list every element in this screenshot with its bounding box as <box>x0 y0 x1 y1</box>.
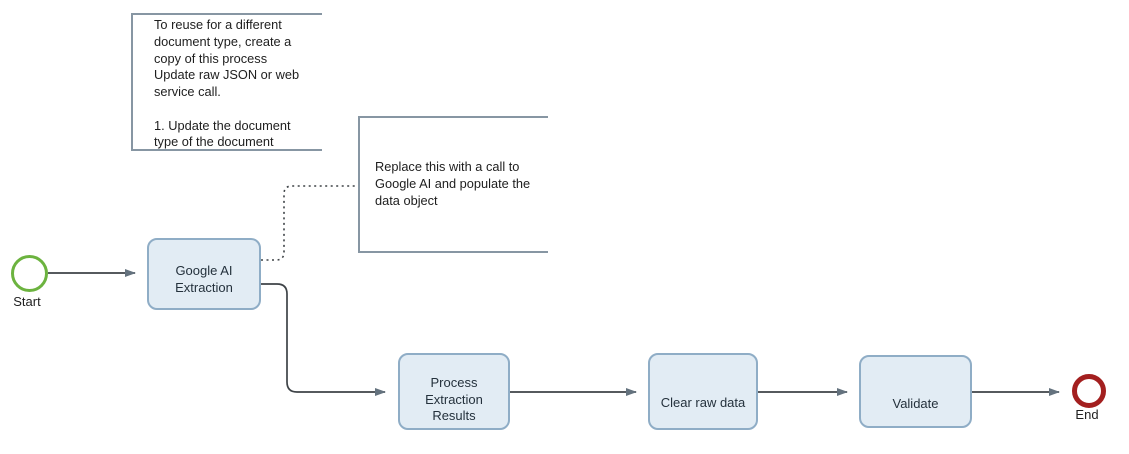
task-label: Process Extraction Results <box>425 374 483 424</box>
task-label: Clear raw data <box>660 394 746 410</box>
start-event-label: Start <box>13 294 41 309</box>
task-label: Validate <box>892 395 939 411</box>
task-process-extraction-results[interactable]: Process Extraction Results <box>398 353 510 430</box>
text-annotation-reuse-note[interactable]: To reuse for a different document type, … <box>131 13 322 151</box>
task-label: Google AI Extraction <box>175 263 233 295</box>
flow-google-ai-to-process[interactable] <box>261 283 386 396</box>
annotation-text: Replace this with a call to Google AI an… <box>375 159 531 208</box>
end-event[interactable] <box>1072 374 1106 408</box>
annotation-text: To reuse for a different document type, … <box>154 17 300 150</box>
text-annotation-replace-call-note[interactable]: Replace this with a call to Google AI an… <box>358 116 548 253</box>
task-clear-raw-data[interactable]: Clear raw data <box>648 353 758 430</box>
task-validate[interactable]: Validate <box>859 355 972 428</box>
association-google-ai-to-annotation[interactable] <box>261 185 357 261</box>
start-event[interactable] <box>11 255 48 292</box>
end-event-label: End <box>1075 407 1099 422</box>
task-google-ai-extraction[interactable]: Google AI Extraction <box>147 238 261 310</box>
